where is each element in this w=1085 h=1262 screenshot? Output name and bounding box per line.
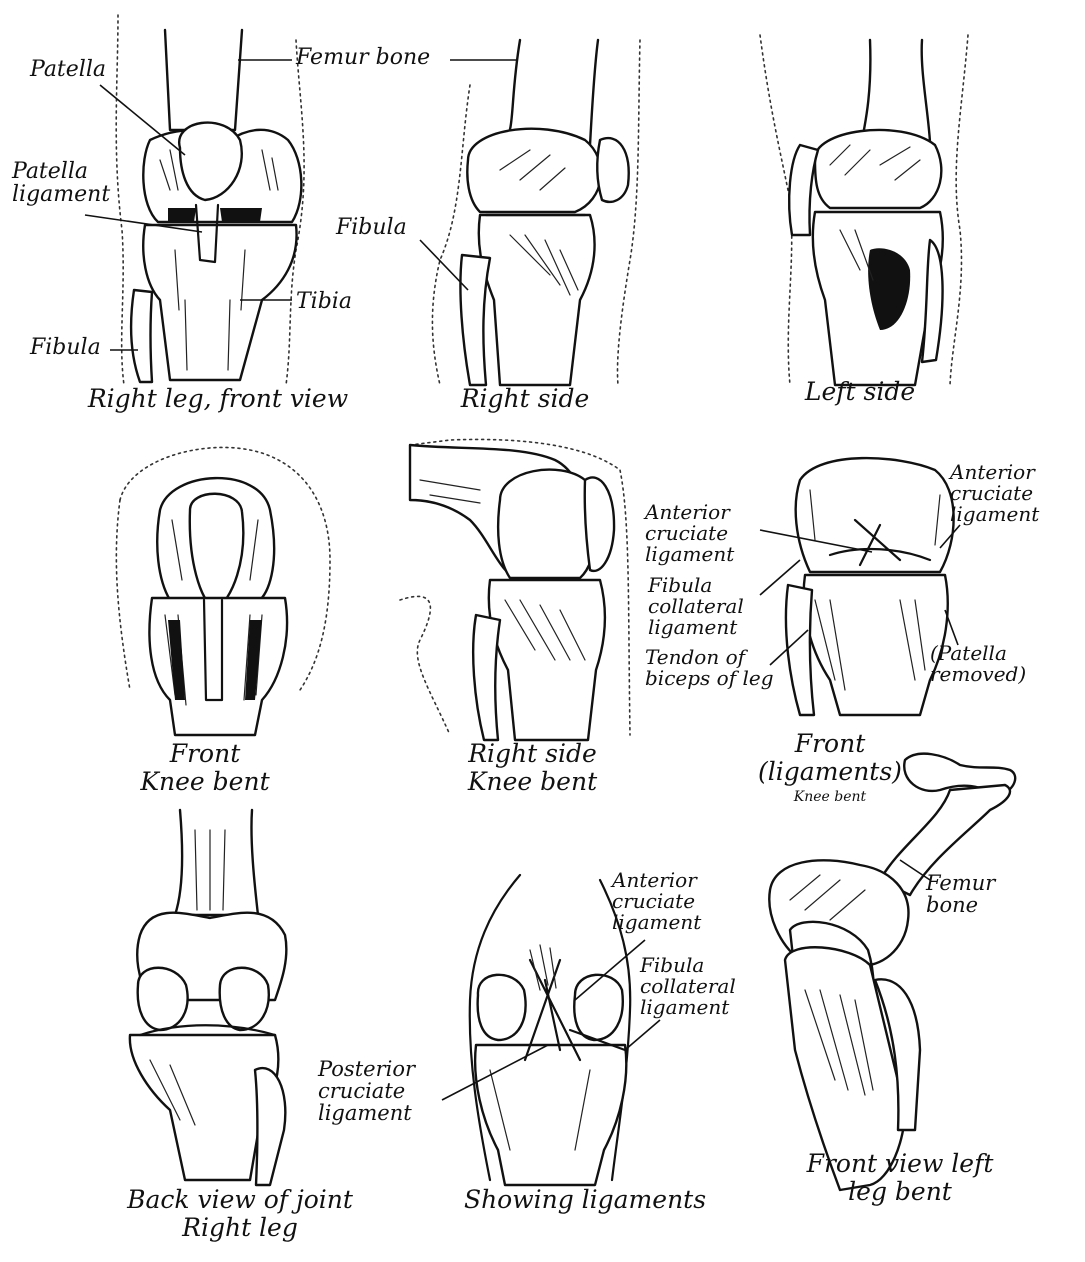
label-posterior-cruciate: Posterior cruciate ligament (318, 1058, 415, 1124)
caption-showing-ligaments: Showing ligaments (440, 1186, 730, 1214)
figure-right-side (420, 40, 640, 385)
label-femur-bone: Femur bone (296, 46, 430, 69)
figure-front-view-left-leg-bent (769, 754, 1015, 1190)
label-anterior-cruciate-showing: Anterior cruciate ligament (612, 870, 701, 933)
caption-right-leg-front: Right leg, front view (78, 385, 358, 413)
caption-left-side: Left side (780, 378, 940, 406)
label-tibia: Tibia (296, 290, 352, 313)
figure-right-side-knee-bent (400, 439, 630, 740)
label-anterior-cruciate-left: Anterior cruciate ligament (645, 502, 734, 565)
figure-left-side (760, 35, 968, 385)
caption-right-side: Right side (440, 385, 610, 413)
caption-front-knee-bent: Front Knee bent (110, 740, 300, 795)
figure-front-knee-bent (116, 447, 330, 735)
caption-right-side-knee-bent: Right side Knee bent (440, 740, 625, 795)
caption-front-view-left-leg-bent: Front view left leg bent (780, 1150, 1020, 1205)
label-patella-removed: (Patella removed) (930, 643, 1026, 685)
caption-front-ligaments: Front (ligaments) (755, 730, 905, 785)
figure-back-view (130, 810, 287, 1185)
label-fibula-collateral-showing: Fibula collateral ligament (640, 955, 736, 1018)
label-anterior-cruciate-right: Anterior cruciate ligament (950, 462, 1039, 525)
label-fibula-right-side: Fibula (336, 216, 407, 239)
label-tendon-biceps: Tendon of biceps of leg (645, 647, 774, 689)
caption-front-ligaments-knee-bent: Knee bent (755, 790, 905, 805)
label-femur-bone-bent: Femur bone (926, 872, 995, 916)
label-patella: Patella (30, 58, 106, 81)
label-fibula-collateral-ligament: Fibula collateral ligament (648, 575, 744, 638)
label-fibula: Fibula (30, 336, 101, 359)
label-patella-ligament: Patella ligament (12, 160, 110, 206)
caption-back-view: Back view of joint Right leg (100, 1186, 380, 1241)
